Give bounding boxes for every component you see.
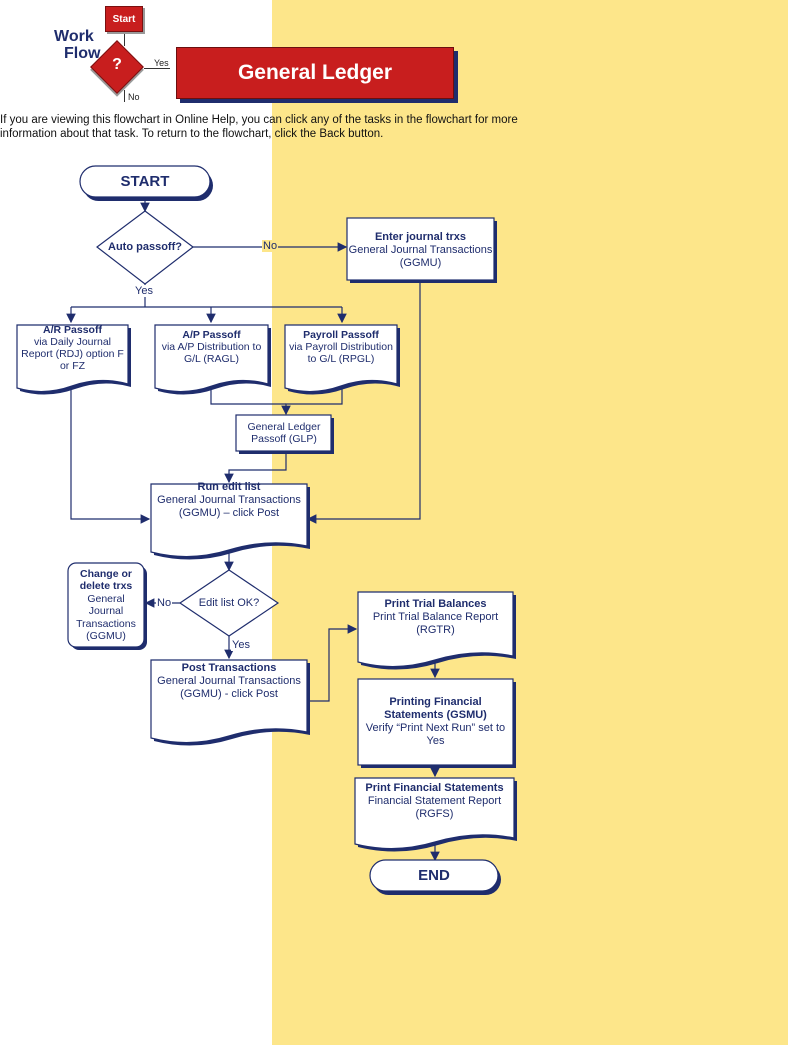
glp-node[interactable]: General Ledger Passoff (GLP): [247, 421, 321, 445]
edit-list-ok-diamond-shape: [178, 569, 280, 637]
start-node[interactable]: START: [120, 173, 170, 190]
logo-start-box: Start: [105, 6, 143, 32]
glp-box-shape: [235, 414, 332, 452]
edge-label-no: No: [262, 240, 279, 252]
print-trial-text: Print Trial Balance Report (RGTR): [372, 611, 499, 636]
edge-payroll-to-glp: [281, 386, 343, 416]
post-transactions-text: General Journal Transactions (GGMU) - cl…: [157, 675, 301, 700]
edge-label-yes: Yes: [231, 639, 251, 651]
print-fs-title: Print Financial Statements: [365, 782, 504, 794]
intro-text: If you are viewing this flowchart in Onl…: [0, 114, 518, 140]
ap-passoff-title: A/P Passoff: [182, 329, 241, 341]
enter-journal-title: Enter journal trxs: [374, 230, 467, 243]
logo-connector: [124, 90, 125, 102]
print-trial-doc-shape: [357, 591, 514, 668]
ap-passoff-node[interactable]: A/P Passoff via A/P Distribution to G/L …: [155, 329, 268, 373]
printing-fs-node[interactable]: Printing Financial Statements (GSMU) Ver…: [362, 683, 509, 761]
ar-passoff-doc-shape: [16, 324, 129, 393]
post-transactions-doc-shape: [150, 659, 308, 744]
run-edit-list-title: Run edit list: [197, 481, 261, 493]
change-delete-title: Change or delete trxs: [79, 567, 133, 593]
run-edit-list-text: General Journal Transactions (GGMU) – cl…: [157, 494, 301, 519]
edge-glp-to-run-edit: [224, 451, 287, 484]
logo-no-label: No: [128, 92, 140, 102]
edge-post-to-trial: [307, 624, 358, 702]
edit-list-ok-decision[interactable]: Edit list OK?: [198, 596, 260, 609]
start-terminal-shape: [79, 165, 211, 198]
ar-passoff-text: via Daily Journal Report (RDJ) option F …: [21, 336, 124, 372]
ar-passoff-title: A/R Passoff: [43, 324, 102, 336]
enter-journal-box-shape: [346, 217, 495, 281]
print-trial-title: Print Trial Balances: [384, 598, 487, 610]
printing-fs-box-shape: [357, 678, 514, 766]
end-node[interactable]: END: [418, 867, 450, 884]
logo-yes-label: Yes: [154, 58, 169, 68]
change-delete-node[interactable]: Change or delete trxs General Journal Tr…: [70, 563, 142, 647]
logo-connector: [124, 30, 125, 46]
page-title: General Ledger: [176, 47, 454, 99]
payroll-passoff-title: Payroll Passoff: [303, 329, 379, 341]
workflow-logo: Start Work Flow ? Yes No: [50, 2, 180, 106]
payroll-passoff-doc-shape: [284, 324, 398, 393]
end-terminal-shape: [369, 859, 499, 892]
payroll-passoff-node[interactable]: Payroll Passoff via Payroll Distribution…: [285, 329, 397, 373]
edge-ar-to-run-edit: [70, 384, 151, 524]
yellow-background-panel: [272, 0, 788, 1045]
logo-flow-text: Flow: [64, 45, 101, 62]
ap-passoff-text: via A/P Distribution to G/L (RAGL): [161, 341, 262, 365]
auto-passoff-diamond-shape: [96, 210, 194, 285]
post-transactions-node[interactable]: Post Transactions General Journal Transa…: [153, 662, 305, 720]
change-delete-box-shape: [67, 562, 145, 648]
logo-question-mark: ?: [112, 56, 122, 73]
print-fs-text: Financial Statement Report (RGFS): [367, 795, 502, 820]
change-delete-text: General Journal Transactions (GGMU): [76, 592, 136, 643]
print-trial-node[interactable]: Print Trial Balances Print Trial Balance…: [360, 598, 511, 640]
logo-work-text: Work: [54, 28, 94, 45]
auto-passoff-decision[interactable]: Auto passoff?: [108, 240, 182, 253]
ar-passoff-node[interactable]: A/R Passoff via Daily Journal Report (RD…: [17, 324, 128, 376]
print-fs-doc-shape: [354, 777, 515, 850]
printing-fs-text: Verify “Print Next Run” set to Yes: [365, 722, 506, 747]
edge-ap-to-glp: [210, 386, 286, 405]
edge-label-no: No: [156, 597, 173, 609]
payroll-passoff-text: via Payroll Distribution to G/L (RPGL): [289, 341, 393, 365]
ap-passoff-doc-shape: [154, 324, 269, 393]
post-transactions-title: Post Transactions: [181, 662, 277, 674]
edge-enter-to-run-edit: [306, 281, 421, 524]
enter-journal-node[interactable]: Enter journal trxs General Journal Trans…: [347, 222, 494, 278]
print-fs-node[interactable]: Print Financial Statements Financial Sta…: [355, 782, 514, 826]
run-edit-doc-shape: [150, 483, 308, 558]
logo-connector: [144, 68, 170, 69]
run-edit-list-node[interactable]: Run edit list General Journal Transactio…: [153, 481, 305, 541]
printing-fs-title: Printing Financial Statements (GSMU): [384, 696, 487, 721]
enter-journal-text: General Journal Transactions (GGMU): [348, 243, 493, 269]
edge-label-yes: Yes: [134, 285, 154, 297]
